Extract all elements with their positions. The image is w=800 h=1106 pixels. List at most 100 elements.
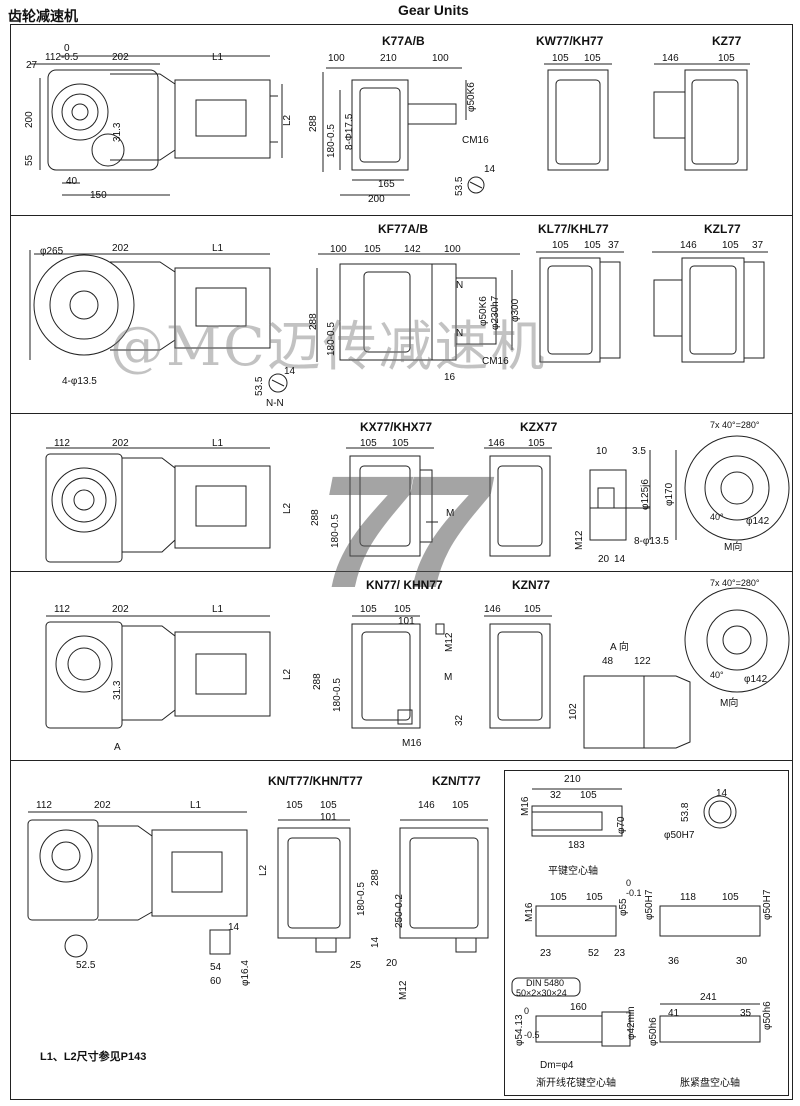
shaft-panel-frame: [504, 770, 789, 1096]
s4-kn77-dim: M: [444, 672, 453, 683]
view-title-kzn77: KZN77: [512, 578, 551, 592]
s2-kf77-dim: CM16: [482, 356, 509, 367]
s2-label: N-N: [266, 398, 284, 409]
shaft-hollow-2: [535, 905, 761, 937]
s1-kw77-dim: 105: [552, 53, 569, 64]
shaft-hollow-dim: 23: [614, 948, 626, 959]
s1-label: 200: [24, 111, 35, 128]
s3-flange-dim: M12: [574, 530, 585, 550]
s3-flange-dim: 3.5: [632, 446, 646, 457]
view-title-kw77: KW77/KH77: [536, 34, 604, 48]
s1-kz77-view: [653, 63, 750, 171]
s2-kzl77-dim: 146: [680, 240, 697, 251]
shaft-hollow-dim: φ50H7: [644, 889, 655, 920]
s1-kz77-dim: 146: [662, 53, 679, 64]
shaft-spline-dim: Dm=φ4: [540, 1060, 574, 1071]
s1-kz77-dim: 105: [718, 53, 735, 64]
s4-pitch-dim: 40°: [710, 670, 724, 680]
s1-gear-motor-drawing: [30, 55, 283, 196]
watermark: @MC迈传减速机: [110, 315, 547, 378]
view-title-kx77: KX77/KHX77: [360, 420, 433, 434]
s1-k77-dim: 14: [484, 164, 496, 175]
shaft-spline-dim: 160: [570, 1002, 587, 1013]
shaft-hollow-dim: 105: [586, 892, 603, 903]
shaft-spline: [511, 977, 631, 1047]
s4-kn77-dim: 105: [394, 604, 411, 615]
s1-kw77-dim: 105: [584, 53, 601, 64]
s4-kn77-dim: 180-0.5: [332, 678, 343, 712]
s3-kzx77-dim: 105: [528, 438, 545, 449]
s5-label: 14: [228, 922, 240, 933]
s4-label: 31.3: [112, 680, 123, 700]
s1-k77-dim: φ50K6: [466, 82, 477, 112]
shaft-hollow-dim: M16: [524, 902, 535, 922]
s4-a-view-label: A 向: [610, 642, 629, 653]
shaft-hollow-dim: 0: [626, 878, 632, 888]
s5-kn-t77-dim: 105: [320, 800, 337, 811]
shaft-keyed-dim: 105: [580, 790, 597, 801]
s1-label: 150: [90, 190, 107, 201]
s4-kn77-dim: 288: [312, 673, 323, 690]
s4-pitch-dim: 7x 40°=280°: [710, 578, 760, 588]
shaft-clamp-caption: 胀紧盘空心轴: [680, 1078, 740, 1089]
s5-label: 202: [94, 800, 111, 811]
view-title-kzl77: KZL77: [704, 222, 741, 236]
s3-motor-drawing: [45, 447, 271, 563]
s3-flange-front-view: [684, 435, 790, 541]
s3-flange-dim: φ170: [664, 482, 675, 506]
s2-kzl77-dim: 105: [722, 240, 739, 251]
s3-kx77-dim: 288: [310, 509, 321, 526]
shaft-keyed-dim: 210: [564, 774, 581, 785]
s2-flange-motor-drawing: [29, 250, 271, 360]
s2-kf77-dim: φ300: [510, 298, 521, 322]
s5-kzn-t77-dim: 146: [418, 800, 435, 811]
s3-kzx77-dim: 146: [488, 438, 505, 449]
s4-kzn77-dim: 146: [484, 604, 501, 615]
s1-k77-dim: 200: [368, 194, 385, 205]
s4-label: L1: [212, 604, 224, 615]
shaft-keyed-dim: φ50H7: [664, 830, 695, 841]
s2-kf77-dim: 288: [308, 313, 319, 330]
big-series-number: 77: [318, 442, 488, 621]
shaft-spline-dim: 0: [524, 1006, 530, 1016]
s3-kzx77-view: [484, 447, 552, 557]
s3-flange-dim: φ125j6: [640, 479, 651, 510]
view-title-kz77: KZ77: [712, 34, 742, 48]
s5-kn-t77-dim: 20: [386, 958, 398, 969]
s4-a-view-dim: 122: [634, 656, 651, 667]
s1-label: 40: [66, 176, 78, 187]
s5-kn-t77-dim: 180-0.5: [356, 882, 367, 916]
shaft-keyed-dim: 183: [568, 840, 585, 851]
shaft-hollow-dim: 30: [736, 956, 748, 967]
s4-m-view-label: M向: [720, 698, 739, 709]
s4-kzn77-view: [484, 615, 552, 729]
shaft-keyed: [531, 788, 737, 837]
shaft-clamp-dim: φ50h6: [762, 1001, 773, 1030]
s3-pitch-dim: 7x 40°=280°: [710, 420, 760, 430]
s1-k77-dim: 53.5: [454, 176, 465, 196]
s2-label: 14: [284, 366, 296, 377]
shaft-hollow-dim: 105: [722, 892, 739, 903]
s5-kzn-t77-view: [399, 819, 489, 953]
s3-kx77-dim: M: [446, 508, 455, 519]
s5-label: φ16.4: [240, 960, 251, 986]
shaft-clamp-dim: φ50h6: [648, 1017, 659, 1046]
s3-kx77-view: [346, 447, 438, 557]
s5-kn-t77-dim: 101: [320, 812, 337, 823]
shaft-hollow-dim: 52: [588, 948, 600, 959]
section-5-frame: [10, 760, 793, 1100]
s5-kn-t77-dim: 288: [370, 869, 381, 886]
shaft-hollow-dim: φ55: [618, 898, 629, 916]
s1-k77-dim: 8-Φ17.5: [344, 113, 355, 150]
s1-k77-view: [322, 67, 485, 196]
s2-kl77-dim: 105: [552, 240, 569, 251]
s3-flange-dim: 20: [598, 554, 610, 565]
view-title-kf77: KF77A/B: [378, 222, 429, 236]
shaft-keyed-dim: 14: [716, 788, 728, 799]
s2-label: L1: [212, 243, 224, 254]
s4-flange-front-view: [684, 587, 790, 693]
s4-a-view-dim: 102: [568, 703, 579, 720]
shaft-spline-dim: φ42min: [626, 1006, 637, 1040]
view-title-kn77: KN77/ KHN77: [366, 578, 443, 592]
